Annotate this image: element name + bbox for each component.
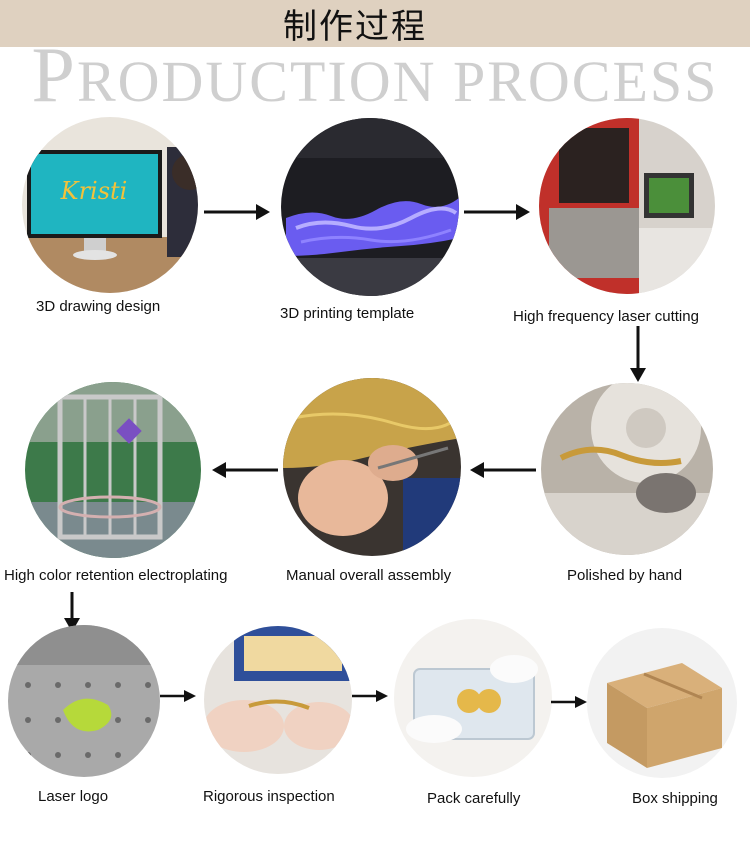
step-image-electroplating (25, 382, 201, 558)
step-image-polishing (541, 383, 713, 555)
step-image-laser-cutting (539, 118, 715, 294)
step-label-electroplating: High color retention electroplating (4, 567, 228, 584)
step-label-laser-logo: Laser logo (38, 788, 109, 805)
header-title-cn: 制作过程 (283, 7, 427, 47)
arrow-right-icon (464, 204, 530, 220)
step-label-polishing: Polished by hand (567, 567, 683, 584)
arrow-down-icon (630, 326, 646, 382)
step-label-packing: Pack carefully (427, 790, 521, 807)
packing-bag-icon (394, 619, 552, 777)
step-image-box-shipping (587, 628, 737, 778)
step-label-3d-printing: 3D printing template (280, 305, 415, 322)
laser-logo-icon (8, 625, 160, 777)
polishing-wheel-icon (541, 383, 713, 555)
header-title-en: PRODUCTION PROCESS (0, 36, 750, 114)
step-image-3d-drawing: Kristi (22, 117, 198, 293)
step-image-laser-logo (8, 625, 160, 777)
step-label-assembly: Manual overall assembly (286, 567, 452, 584)
plating-rack-icon (25, 382, 201, 558)
arrow-right-icon (352, 690, 388, 702)
arrow-left-icon (212, 462, 278, 478)
step-image-3d-printing (281, 118, 459, 296)
step-label-3d-drawing: 3D drawing design (36, 298, 161, 315)
arrow-right-icon (204, 204, 270, 220)
step-image-packing (394, 619, 552, 777)
arrow-right-icon (551, 696, 587, 708)
arrow-right-icon (160, 690, 196, 702)
arrow-left-icon (470, 462, 536, 478)
header-bar: 制作过程 (0, 0, 750, 47)
printing-template-icon (281, 118, 459, 296)
step-label-box-shipping: Box shipping (632, 790, 718, 807)
monitor-logo-text: Kristi (60, 177, 128, 205)
computer-monitor-icon: Kristi (22, 117, 198, 293)
step-label-inspection: Rigorous inspection (203, 788, 335, 805)
step-label-laser-cutting: High frequency laser cutting (513, 308, 699, 325)
cardboard-box-icon (587, 628, 737, 778)
step-image-assembly (283, 378, 461, 556)
step-image-inspection (204, 626, 352, 774)
header-title-en-initial: P (31, 31, 77, 118)
hands-assembly-icon (283, 378, 461, 556)
header-title-en-rest: RODUCTION PROCESS (76, 49, 719, 114)
laser-machine-icon (539, 118, 715, 294)
inspection-hands-icon (204, 626, 352, 774)
